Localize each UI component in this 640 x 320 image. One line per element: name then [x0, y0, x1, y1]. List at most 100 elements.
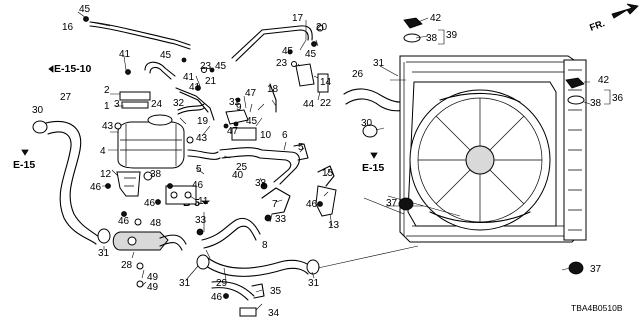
label-part-37[interactable]: 37: [590, 264, 602, 275]
label-part-46[interactable]: 46: [306, 199, 318, 210]
label-part-48[interactable]: 48: [150, 218, 162, 229]
label-part-30[interactable]: 30: [361, 118, 373, 129]
label-part-4[interactable]: 4: [100, 146, 106, 157]
label-part-14[interactable]: 14: [320, 77, 332, 88]
label-part-42[interactable]: 42: [430, 13, 442, 24]
label-part-31[interactable]: 31: [308, 278, 320, 289]
label-part-10[interactable]: 10: [260, 130, 272, 141]
label-part-45[interactable]: 45: [160, 50, 172, 61]
label-part-23[interactable]: 23: [200, 61, 212, 72]
label-part-12[interactable]: 12: [100, 169, 112, 180]
diagram-code: TBA4B0510B: [571, 303, 623, 313]
label-part-29[interactable]: 29: [216, 278, 228, 289]
label-part-31[interactable]: 31: [98, 248, 110, 259]
label-part-45[interactable]: 45: [79, 4, 91, 15]
label-part-13[interactable]: 13: [328, 220, 340, 231]
label-part-45[interactable]: 45: [215, 61, 227, 72]
label-part-19[interactable]: 19: [197, 116, 209, 127]
leader-41-b: [195, 75, 201, 87]
label-part-46[interactable]: 46: [192, 180, 204, 191]
front-arrow-icon: [611, 3, 639, 19]
label-part-43[interactable]: 43: [196, 133, 208, 144]
label-part-40[interactable]: 40: [232, 170, 244, 181]
label-part-5[interactable]: 5: [196, 164, 202, 175]
label-part-46[interactable]: 46: [90, 182, 102, 193]
clip-45-e: [287, 49, 293, 55]
label-part-6[interactable]: 6: [282, 130, 288, 141]
label-part-39[interactable]: 39: [446, 30, 458, 41]
reservoir-hose-32-edge: [177, 107, 205, 115]
label-part-15[interactable]: 15: [322, 168, 334, 179]
label-part-49[interactable]: 49: [147, 282, 159, 293]
label-part-33[interactable]: 33: [275, 214, 287, 225]
label-part-38[interactable]: 38: [150, 169, 162, 180]
label-part-11[interactable]: 11: [198, 196, 209, 207]
label-part-31[interactable]: 31: [373, 58, 385, 69]
ref-e-15-left[interactable]: E-15: [13, 159, 35, 171]
label-part-46[interactable]: 46: [118, 216, 130, 227]
label-part-32[interactable]: 32: [173, 98, 185, 109]
label-part-37[interactable]: 37: [386, 198, 398, 209]
label-part-31[interactable]: 31: [179, 278, 191, 289]
label-part-27[interactable]: 27: [60, 92, 72, 103]
label-part-7[interactable]: 7: [272, 199, 278, 210]
label-part-26[interactable]: 26: [352, 69, 364, 80]
label-part-49[interactable]: 49: [147, 272, 159, 283]
label-part-35[interactable]: 35: [270, 286, 282, 297]
clip-47-a: [235, 97, 241, 103]
label-part-28[interactable]: 28: [121, 260, 133, 271]
bracket-11-hole-2: [184, 191, 192, 199]
label-part-30[interactable]: 30: [32, 105, 44, 116]
reservoir-hose-32: [177, 103, 205, 111]
hose-18: [269, 83, 277, 113]
label-part-32[interactable]: 32: [229, 97, 241, 108]
label-part-45[interactable]: 45: [246, 116, 258, 127]
label-part-20[interactable]: 20: [316, 22, 328, 33]
label-part-3[interactable]: 3: [114, 99, 120, 110]
label-part-23[interactable]: 23: [276, 58, 288, 69]
bracket-35: [251, 283, 265, 299]
label-part-21[interactable]: 21: [205, 76, 217, 87]
label-part-18[interactable]: 18: [267, 84, 279, 95]
bracket-42-a: [403, 17, 423, 29]
label-part-43[interactable]: 43: [102, 121, 114, 132]
label-part-47[interactable]: 47: [245, 88, 257, 99]
clamp-33-b: [196, 228, 204, 236]
label-part-46[interactable]: 46: [144, 198, 156, 209]
label-part-41[interactable]: 41: [119, 49, 131, 60]
label-part-2[interactable]: 2: [104, 85, 110, 96]
label-part-8[interactable]: 8: [262, 240, 268, 251]
label-part-16[interactable]: 16: [62, 22, 74, 33]
label-part-1[interactable]: 1: [104, 101, 110, 112]
label-part-33[interactable]: 33: [255, 178, 267, 189]
hose-40-edge: [187, 155, 221, 160]
label-part-38[interactable]: 38: [590, 98, 602, 109]
label-part-22[interactable]: 22: [320, 98, 332, 109]
clamp-33-c: [264, 214, 272, 222]
leader-9-10-45-47: [243, 95, 265, 127]
ref-e-15-10-arrow-icon: [48, 65, 54, 73]
label-part-45[interactable]: 45: [282, 46, 294, 57]
label-part-45[interactable]: 45: [305, 49, 317, 60]
leader-31: [103, 246, 315, 281]
label-part-44-visible[interactable]: 44: [303, 99, 315, 110]
label-part-17[interactable]: 17: [292, 13, 304, 24]
label-part-36[interactable]: 36: [612, 93, 624, 104]
label-part-38[interactable]: 38: [426, 33, 438, 44]
label-part-9[interactable]: 9: [236, 102, 242, 113]
label-part-42[interactable]: 42: [598, 75, 610, 86]
label-part-5[interactable]: 5: [298, 142, 304, 153]
label-part-46[interactable]: 46: [211, 292, 223, 303]
bolt-43-a: [114, 122, 122, 130]
label-part-47[interactable]: 47: [227, 126, 239, 137]
label-part-33[interactable]: 33: [195, 215, 207, 226]
ref-e-15-10[interactable]: E-15-10: [54, 63, 92, 75]
label-part-41[interactable]: 41: [189, 82, 201, 93]
label-part-41[interactable]: 41: [183, 72, 195, 83]
label-part-25[interactable]: 25: [236, 162, 248, 173]
leader-33-8: [203, 212, 211, 259]
ref-e-15-right[interactable]: E-15: [362, 162, 384, 174]
label-part-34[interactable]: 34: [268, 308, 280, 319]
leader-41-a: [123, 55, 127, 71]
label-part-24[interactable]: 24: [151, 99, 163, 110]
